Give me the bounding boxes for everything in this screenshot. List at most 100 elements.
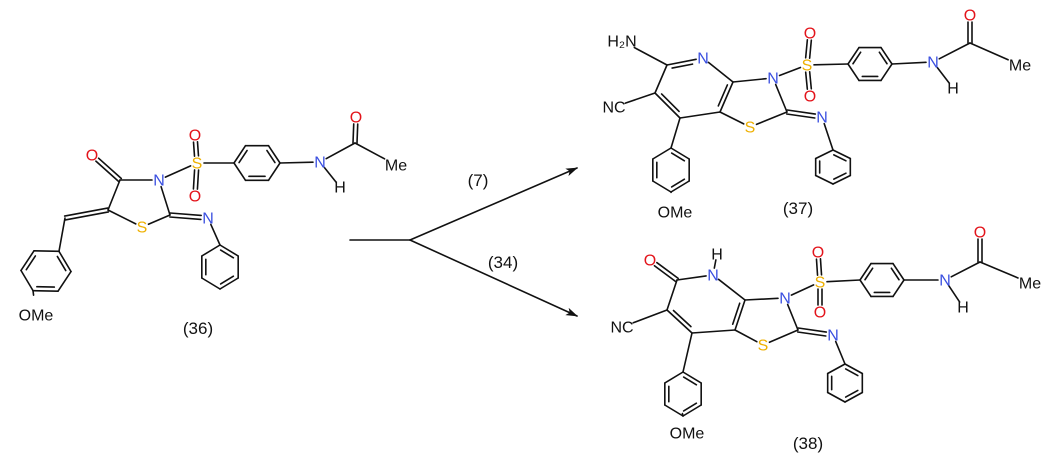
atom-label-o: O: [644, 253, 656, 270]
atom-label-ome: OMe: [670, 426, 705, 443]
atom-label-o: O: [189, 189, 201, 206]
compound-label-37: (37): [783, 199, 813, 218]
atom-label-o: O: [812, 245, 824, 262]
single-bond: [936, 66, 951, 85]
reaction-arrows: [349, 167, 578, 317]
double-bond: [352, 123, 355, 144]
double-bond: [95, 160, 120, 183]
single-bond: [826, 279, 861, 283]
inner-double-bond: [852, 51, 862, 65]
atom-label-n: N: [697, 51, 709, 68]
single-bond: [670, 117, 681, 149]
single-bond: [755, 111, 788, 126]
double-bond: [169, 216, 202, 221]
atom-label-o: O: [804, 26, 816, 43]
double-bond: [804, 38, 809, 59]
reagent-label-34: (34): [488, 253, 518, 272]
atom-label-me: Me: [385, 158, 407, 175]
atom-label-n: N: [767, 71, 779, 88]
single-bond: [201, 277, 221, 290]
single-bond: [107, 179, 121, 211]
single-bond: [652, 147, 672, 160]
single-bond: [880, 46, 893, 65]
single-bond: [652, 180, 672, 193]
inner-double-bond: [671, 63, 694, 69]
atom-label-s: S: [758, 338, 769, 355]
single-bond: [813, 63, 849, 66]
atom-label-n: N: [314, 155, 326, 172]
single-bond: [859, 279, 872, 298]
inner-double-bond: [25, 255, 37, 271]
compound-label-36: (36): [183, 319, 213, 338]
single-bond: [814, 149, 834, 160]
atom-label-s: S: [192, 156, 203, 173]
single-bond: [58, 217, 66, 253]
double-bond: [653, 264, 677, 283]
single-bond: [267, 162, 281, 182]
single-bond: [713, 259, 717, 269]
single-bond: [832, 149, 852, 160]
arrow-to-37: [409, 167, 578, 241]
atom-label-o: O: [189, 128, 201, 145]
single-bond: [633, 46, 668, 66]
inner-double-bond: [238, 149, 248, 164]
single-bond: [57, 270, 72, 292]
single-bond: [160, 185, 171, 216]
single-bond: [681, 412, 684, 417]
inner-double-bond: [844, 368, 859, 377]
inner-double-bond: [731, 302, 741, 326]
atom-label-me: Me: [1009, 58, 1031, 75]
single-bond: [664, 371, 684, 384]
inner-double-bond: [682, 376, 698, 386]
double-bond: [63, 207, 109, 217]
double-bond: [797, 327, 828, 333]
single-bond: [682, 404, 702, 417]
single-bond: [847, 46, 860, 65]
double-bond: [97, 157, 123, 180]
single-bond: [164, 165, 192, 178]
single-bond: [219, 244, 239, 257]
single-bond: [233, 162, 247, 182]
single-bond: [219, 277, 239, 290]
double-bond: [808, 70, 813, 90]
single-bond: [670, 180, 690, 193]
single-bond: [734, 299, 746, 331]
inner-double-bond: [660, 93, 680, 113]
double-bond: [819, 258, 823, 276]
single-bond: [323, 166, 338, 184]
atom-label-h: H: [711, 247, 723, 264]
single-bond: [790, 284, 815, 296]
inner-double-bond: [844, 389, 859, 398]
inner-double-bond: [717, 84, 729, 107]
single-bond: [147, 214, 171, 226]
single-bond: [814, 174, 834, 185]
double-bond: [815, 258, 819, 276]
single-bond: [826, 391, 846, 403]
double-bond: [804, 71, 809, 91]
atom-label-n: N: [707, 268, 719, 285]
atom-label-nc: NC: [602, 100, 625, 117]
inner-double-bond: [864, 267, 874, 281]
atom-label-n: N: [202, 211, 214, 228]
single-bond: [682, 332, 693, 373]
single-bond: [58, 250, 72, 273]
single-bond: [666, 58, 697, 66]
atom-label-n: N: [816, 110, 828, 127]
single-bond: [880, 63, 893, 82]
single-bond: [891, 61, 927, 65]
inner-double-bond: [219, 249, 235, 259]
single-bond: [892, 262, 905, 281]
atom-label-h: H: [957, 300, 969, 317]
atom-label-h2n: H₂N: [607, 34, 636, 51]
single-bond: [666, 279, 678, 311]
atom-label-o: O: [964, 8, 976, 25]
single-bond: [624, 92, 656, 104]
double-bond: [192, 169, 196, 190]
arrow-to-38: [409, 239, 578, 317]
single-bond: [279, 161, 314, 164]
atom-label-h: H: [947, 81, 959, 98]
